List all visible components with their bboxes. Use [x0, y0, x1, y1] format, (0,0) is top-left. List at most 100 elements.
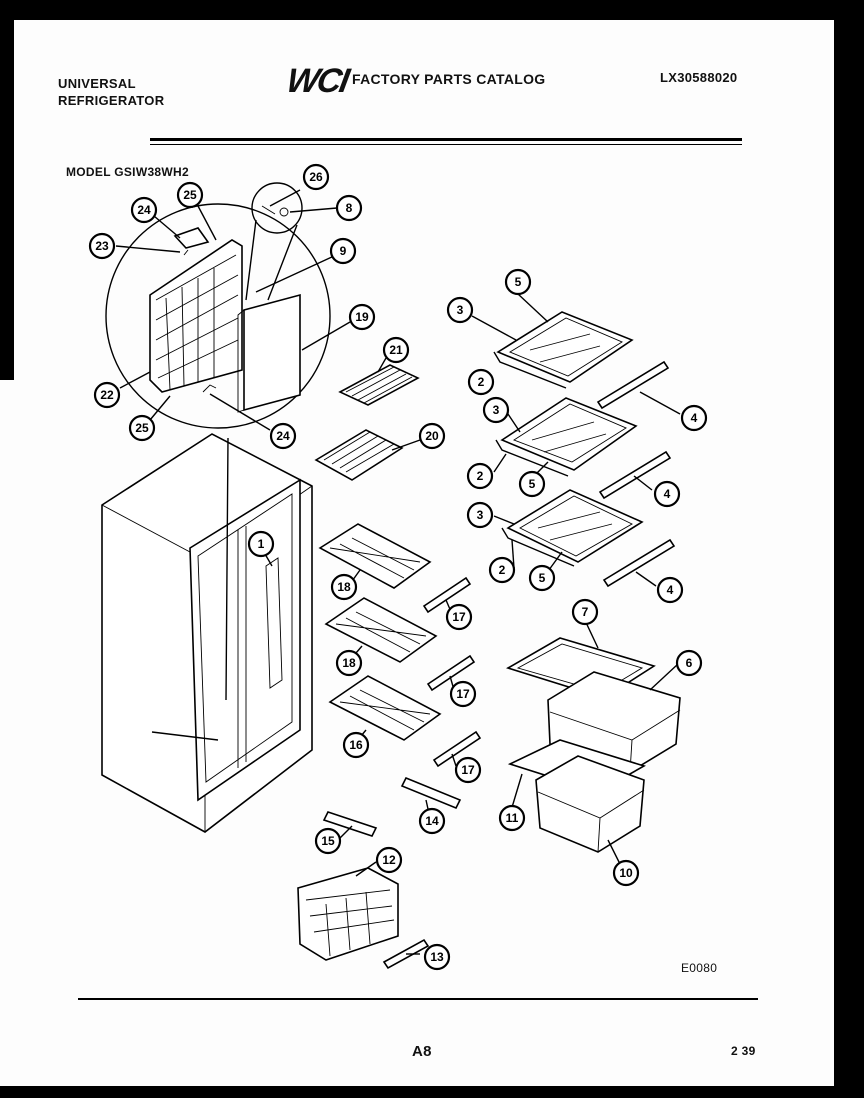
scan-edge-right	[834, 0, 864, 1098]
callout-26: 26	[302, 163, 330, 191]
callout-9-label: 9	[340, 244, 347, 258]
scan-edge-top	[0, 0, 864, 20]
callout-5-b-label: 5	[529, 477, 536, 491]
callout-17-b: 17	[449, 680, 477, 708]
leader-lines	[115, 189, 681, 955]
freezer-racks	[297, 364, 482, 970]
callout-2-a: 2	[467, 368, 495, 396]
callout-3-a: 3	[446, 296, 474, 324]
callout-13-label: 13	[430, 950, 444, 964]
model-label: MODEL GSIW38WH2	[66, 165, 189, 179]
figure-code: E0080	[681, 961, 718, 975]
callout-15: 15	[314, 827, 342, 855]
footer-rule	[78, 998, 758, 1000]
callout-22-label: 22	[100, 388, 114, 402]
callouts: 26 8 25 24 23 9 19 22 25 24 21 20 5 3 2 …	[88, 163, 708, 971]
fresh-food-shelves	[493, 311, 681, 853]
callout-12-label: 12	[382, 853, 396, 867]
catalog-number: LX30588020	[660, 70, 738, 85]
callout-7: 7	[571, 598, 599, 626]
callout-19-label: 19	[355, 310, 369, 324]
callout-24-top-label: 24	[137, 203, 151, 217]
callout-15-label: 15	[321, 834, 335, 848]
callout-11: 11	[498, 804, 526, 832]
callout-2-a-label: 2	[478, 375, 485, 389]
callout-4-b: 4	[653, 480, 681, 508]
catalog-title: FACTORY PARTS CATALOG	[352, 71, 546, 87]
callout-9: 9	[329, 237, 357, 265]
callout-2-b: 2	[466, 462, 494, 490]
callout-17-c: 17	[454, 756, 482, 784]
callout-7-label: 7	[582, 605, 589, 619]
callout-10: 10	[612, 859, 640, 887]
callout-14: 14	[418, 807, 446, 835]
callout-8-label: 8	[346, 201, 353, 215]
callout-14-label: 14	[425, 814, 439, 828]
callout-25-bottom: 25	[128, 414, 156, 442]
callout-26-label: 26	[309, 170, 323, 184]
callout-17-a: 17	[445, 603, 473, 631]
callout-3-c-label: 3	[477, 508, 484, 522]
callout-17-a-label: 17	[452, 610, 466, 624]
callout-23: 23	[88, 232, 116, 260]
callout-24-top: 24	[130, 196, 158, 224]
callout-10-label: 10	[619, 866, 633, 880]
page-code: A8	[412, 1043, 432, 1060]
callout-21-label: 21	[389, 343, 403, 357]
callout-18-a: 18	[330, 573, 358, 601]
callout-22: 22	[93, 381, 121, 409]
callout-23-label: 23	[95, 239, 109, 253]
callout-12: 12	[375, 846, 403, 874]
callout-25-top: 25	[176, 181, 204, 209]
scan-edge-bottom	[0, 1086, 864, 1098]
callout-1-label: 1	[258, 537, 265, 551]
date-code: 2 39	[731, 1044, 756, 1058]
callout-18-b-label: 18	[342, 656, 356, 670]
callout-4-a: 4	[680, 404, 708, 432]
cabinet	[101, 433, 313, 833]
scan-edge-left	[0, 0, 14, 380]
callout-3-b: 3	[482, 396, 510, 424]
callout-2-b-label: 2	[477, 469, 484, 483]
callout-19: 19	[348, 303, 376, 331]
callout-5-a: 5	[504, 268, 532, 296]
callout-16-label: 16	[349, 738, 363, 752]
callout-8: 8	[335, 194, 363, 222]
callout-25-bottom-label: 25	[135, 421, 149, 435]
brand-line-1: UNIVERSAL	[58, 76, 136, 91]
callout-3-b-label: 3	[493, 403, 500, 417]
callout-21: 21	[382, 336, 410, 364]
callout-25-top-label: 25	[183, 188, 197, 202]
callout-5-b: 5	[518, 470, 546, 498]
callout-4-b-label: 4	[664, 487, 671, 501]
callout-20-label: 20	[425, 429, 439, 443]
callout-6: 6	[675, 649, 703, 677]
callout-17-c-label: 17	[461, 763, 475, 777]
callout-4-c: 4	[656, 576, 684, 604]
callout-2-c: 2	[488, 556, 516, 584]
callout-16: 16	[342, 731, 370, 759]
header-rule-thin	[150, 144, 742, 145]
callout-3-a-label: 3	[457, 303, 464, 317]
callout-4-a-label: 4	[691, 411, 698, 425]
callout-5-a-label: 5	[515, 275, 522, 289]
callout-18-b: 18	[335, 649, 363, 677]
callout-13: 13	[423, 943, 451, 971]
callout-2-c-label: 2	[499, 563, 506, 577]
callout-11-label: 11	[506, 811, 519, 825]
brand-line-2: REFRIGERATOR	[58, 93, 165, 108]
callout-5-c: 5	[528, 564, 556, 592]
callout-1: 1	[247, 530, 275, 558]
header-rule-thick	[150, 138, 742, 141]
door-liner-detail	[105, 182, 331, 429]
callout-20: 20	[418, 422, 446, 450]
callout-24-bottom: 24	[269, 422, 297, 450]
callout-4-c-label: 4	[667, 583, 674, 597]
callout-17-b-label: 17	[456, 687, 470, 701]
callout-3-c: 3	[466, 501, 494, 529]
callout-24-bottom-label: 24	[276, 429, 290, 443]
callout-18-a-label: 18	[337, 580, 351, 594]
callout-5-c-label: 5	[539, 571, 546, 585]
